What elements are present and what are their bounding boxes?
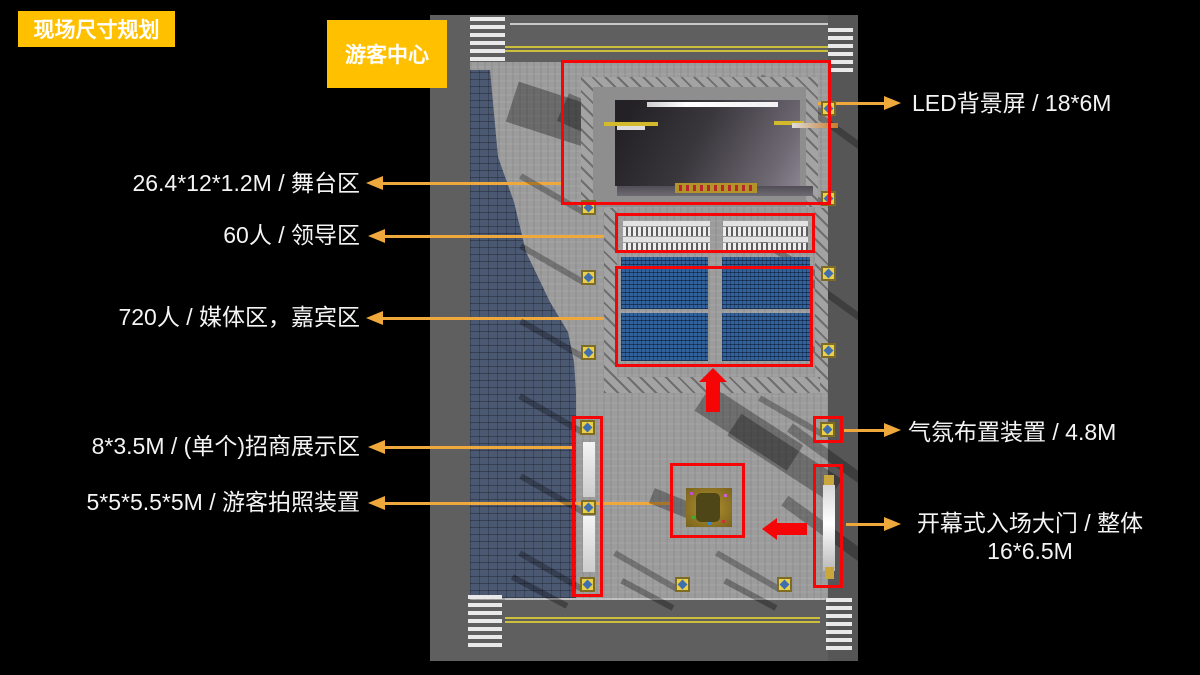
callout-leaders-arrowhead-icon — [368, 229, 385, 243]
light-post-icon — [820, 422, 835, 437]
callout-photo-arrowhead-icon — [368, 496, 385, 510]
site-map — [430, 15, 858, 661]
crosswalk-bottom-left — [468, 595, 502, 650]
callout-gate-line2: 16*6.5M — [987, 538, 1073, 564]
light-post-pin — [779, 579, 790, 590]
stage-truss-right-yellow — [774, 121, 804, 125]
callout-gate-arrowhead-icon — [884, 517, 901, 531]
visitor-center-label: 游客中心 — [345, 44, 429, 67]
callout-leaders-label: 60人 / 领导区 — [223, 222, 360, 248]
callout-gate-label: 开幕式入场大门 / 整体 16*6.5M — [905, 509, 1155, 565]
chair-row — [723, 243, 808, 252]
road-left — [430, 15, 470, 661]
callout-stage-line — [383, 182, 561, 185]
media-highlight-box — [615, 266, 813, 367]
media-seating-block-bl — [621, 313, 708, 361]
callout-exhibition-line — [385, 446, 572, 449]
gate-structure — [823, 485, 835, 571]
callout-atmosphere-arrowhead-icon — [884, 423, 901, 437]
light-post-icon — [581, 500, 596, 515]
crosswalk-top-right — [828, 28, 853, 75]
media-seating-block-tl — [621, 257, 708, 309]
road-line-top — [505, 46, 828, 52]
media-seating-block-tr — [722, 257, 810, 309]
callout-atmosphere-label: 气氛布置装置 / 4.8M — [908, 419, 1117, 445]
stage-truss-right-white — [792, 123, 838, 128]
stage-highlight-box — [561, 60, 831, 205]
light-post-icon — [821, 266, 836, 281]
light-post-icon — [777, 577, 792, 592]
exhibition-board-bottom — [583, 516, 595, 572]
leader-seating-left — [623, 221, 710, 252]
callout-stage-arrowhead-icon — [366, 176, 383, 190]
stage-truss-left-white — [617, 126, 645, 130]
road-edge-line-top — [510, 23, 828, 25]
light-post-icon — [580, 420, 595, 435]
table-strip — [623, 221, 710, 226]
leader-highlight-box — [615, 213, 815, 253]
photo-highlight-box — [670, 463, 745, 538]
left-arrow-shaft — [776, 523, 807, 535]
gate-highlight-box — [813, 464, 843, 588]
photo-installation-sculpture — [696, 493, 720, 522]
table-strip — [723, 221, 808, 226]
callout-gate-line1: 开幕式入场大门 / 整体 — [916, 510, 1144, 536]
light-post-icon — [821, 343, 836, 358]
light-post-icon — [581, 270, 596, 285]
callout-led-label: LED背景屏 / 18*6M — [912, 90, 1112, 116]
gate-top-cap — [824, 475, 834, 486]
exhibition-board-top — [583, 442, 595, 497]
callout-exhibition-arrowhead-icon — [368, 440, 385, 454]
up-arrow-shaft — [706, 381, 720, 412]
chair-row — [623, 243, 710, 252]
stage-banner — [675, 183, 757, 193]
callout-led-arrowhead-icon — [884, 96, 901, 110]
callout-media-label: 720人 / 媒体区，嘉宾区 — [118, 304, 360, 330]
light-post-icon — [580, 577, 595, 592]
visitor-center-badge: 游客中心 — [327, 20, 447, 88]
photo-installation — [686, 488, 732, 527]
up-arrow-icon — [699, 368, 727, 382]
callout-exhibition-label: 8*3.5M / (单个)招商展示区 — [91, 433, 360, 459]
table-strip — [623, 237, 710, 242]
stage-banner-text-marks — [679, 185, 753, 191]
stage-structure — [615, 100, 800, 186]
left-arrow-icon — [762, 518, 777, 540]
light-post-pin — [677, 579, 688, 590]
slide-title: 现场尺寸规划 — [33, 19, 160, 42]
leader-seating-right — [723, 221, 808, 252]
exhibition-highlight-box — [572, 416, 603, 597]
callout-stage-label: 26.4*12*1.2M / 舞台区 — [132, 170, 360, 196]
callout-photo-label: 5*5*5.5*5M / 游客拍照装置 — [86, 489, 360, 515]
callout-photo-line — [385, 502, 670, 505]
light-post-icon — [675, 577, 690, 592]
curb-line-bottom — [505, 598, 825, 600]
road-line-bottom — [505, 617, 820, 623]
table-strip — [723, 237, 808, 242]
crosswalk-top-left — [470, 17, 505, 61]
crosswalk-bottom-right — [826, 598, 852, 652]
atmosphere-highlight-box — [813, 416, 843, 443]
chair-row — [723, 227, 808, 236]
chair-row — [623, 227, 710, 236]
callout-media-line — [383, 317, 615, 320]
slide-title-badge: 现场尺寸规划 — [18, 11, 175, 47]
stage-truss-left-yellow — [604, 122, 658, 126]
callout-leaders-line — [385, 235, 615, 238]
led-screen-strip — [647, 102, 778, 107]
callout-atmosphere-line — [844, 429, 885, 432]
walkway-left — [604, 208, 617, 393]
callout-gate-line — [846, 523, 885, 526]
light-post-pin — [823, 345, 834, 356]
light-post-pin — [823, 268, 834, 279]
light-post-pin — [583, 272, 594, 283]
photo-installation-specks — [690, 492, 693, 495]
media-seating-block-br — [722, 313, 810, 361]
gate-bottom-cap — [825, 567, 834, 579]
callout-media-arrowhead-icon — [366, 311, 383, 325]
light-post-icon — [581, 345, 596, 360]
light-post-pin — [583, 347, 594, 358]
